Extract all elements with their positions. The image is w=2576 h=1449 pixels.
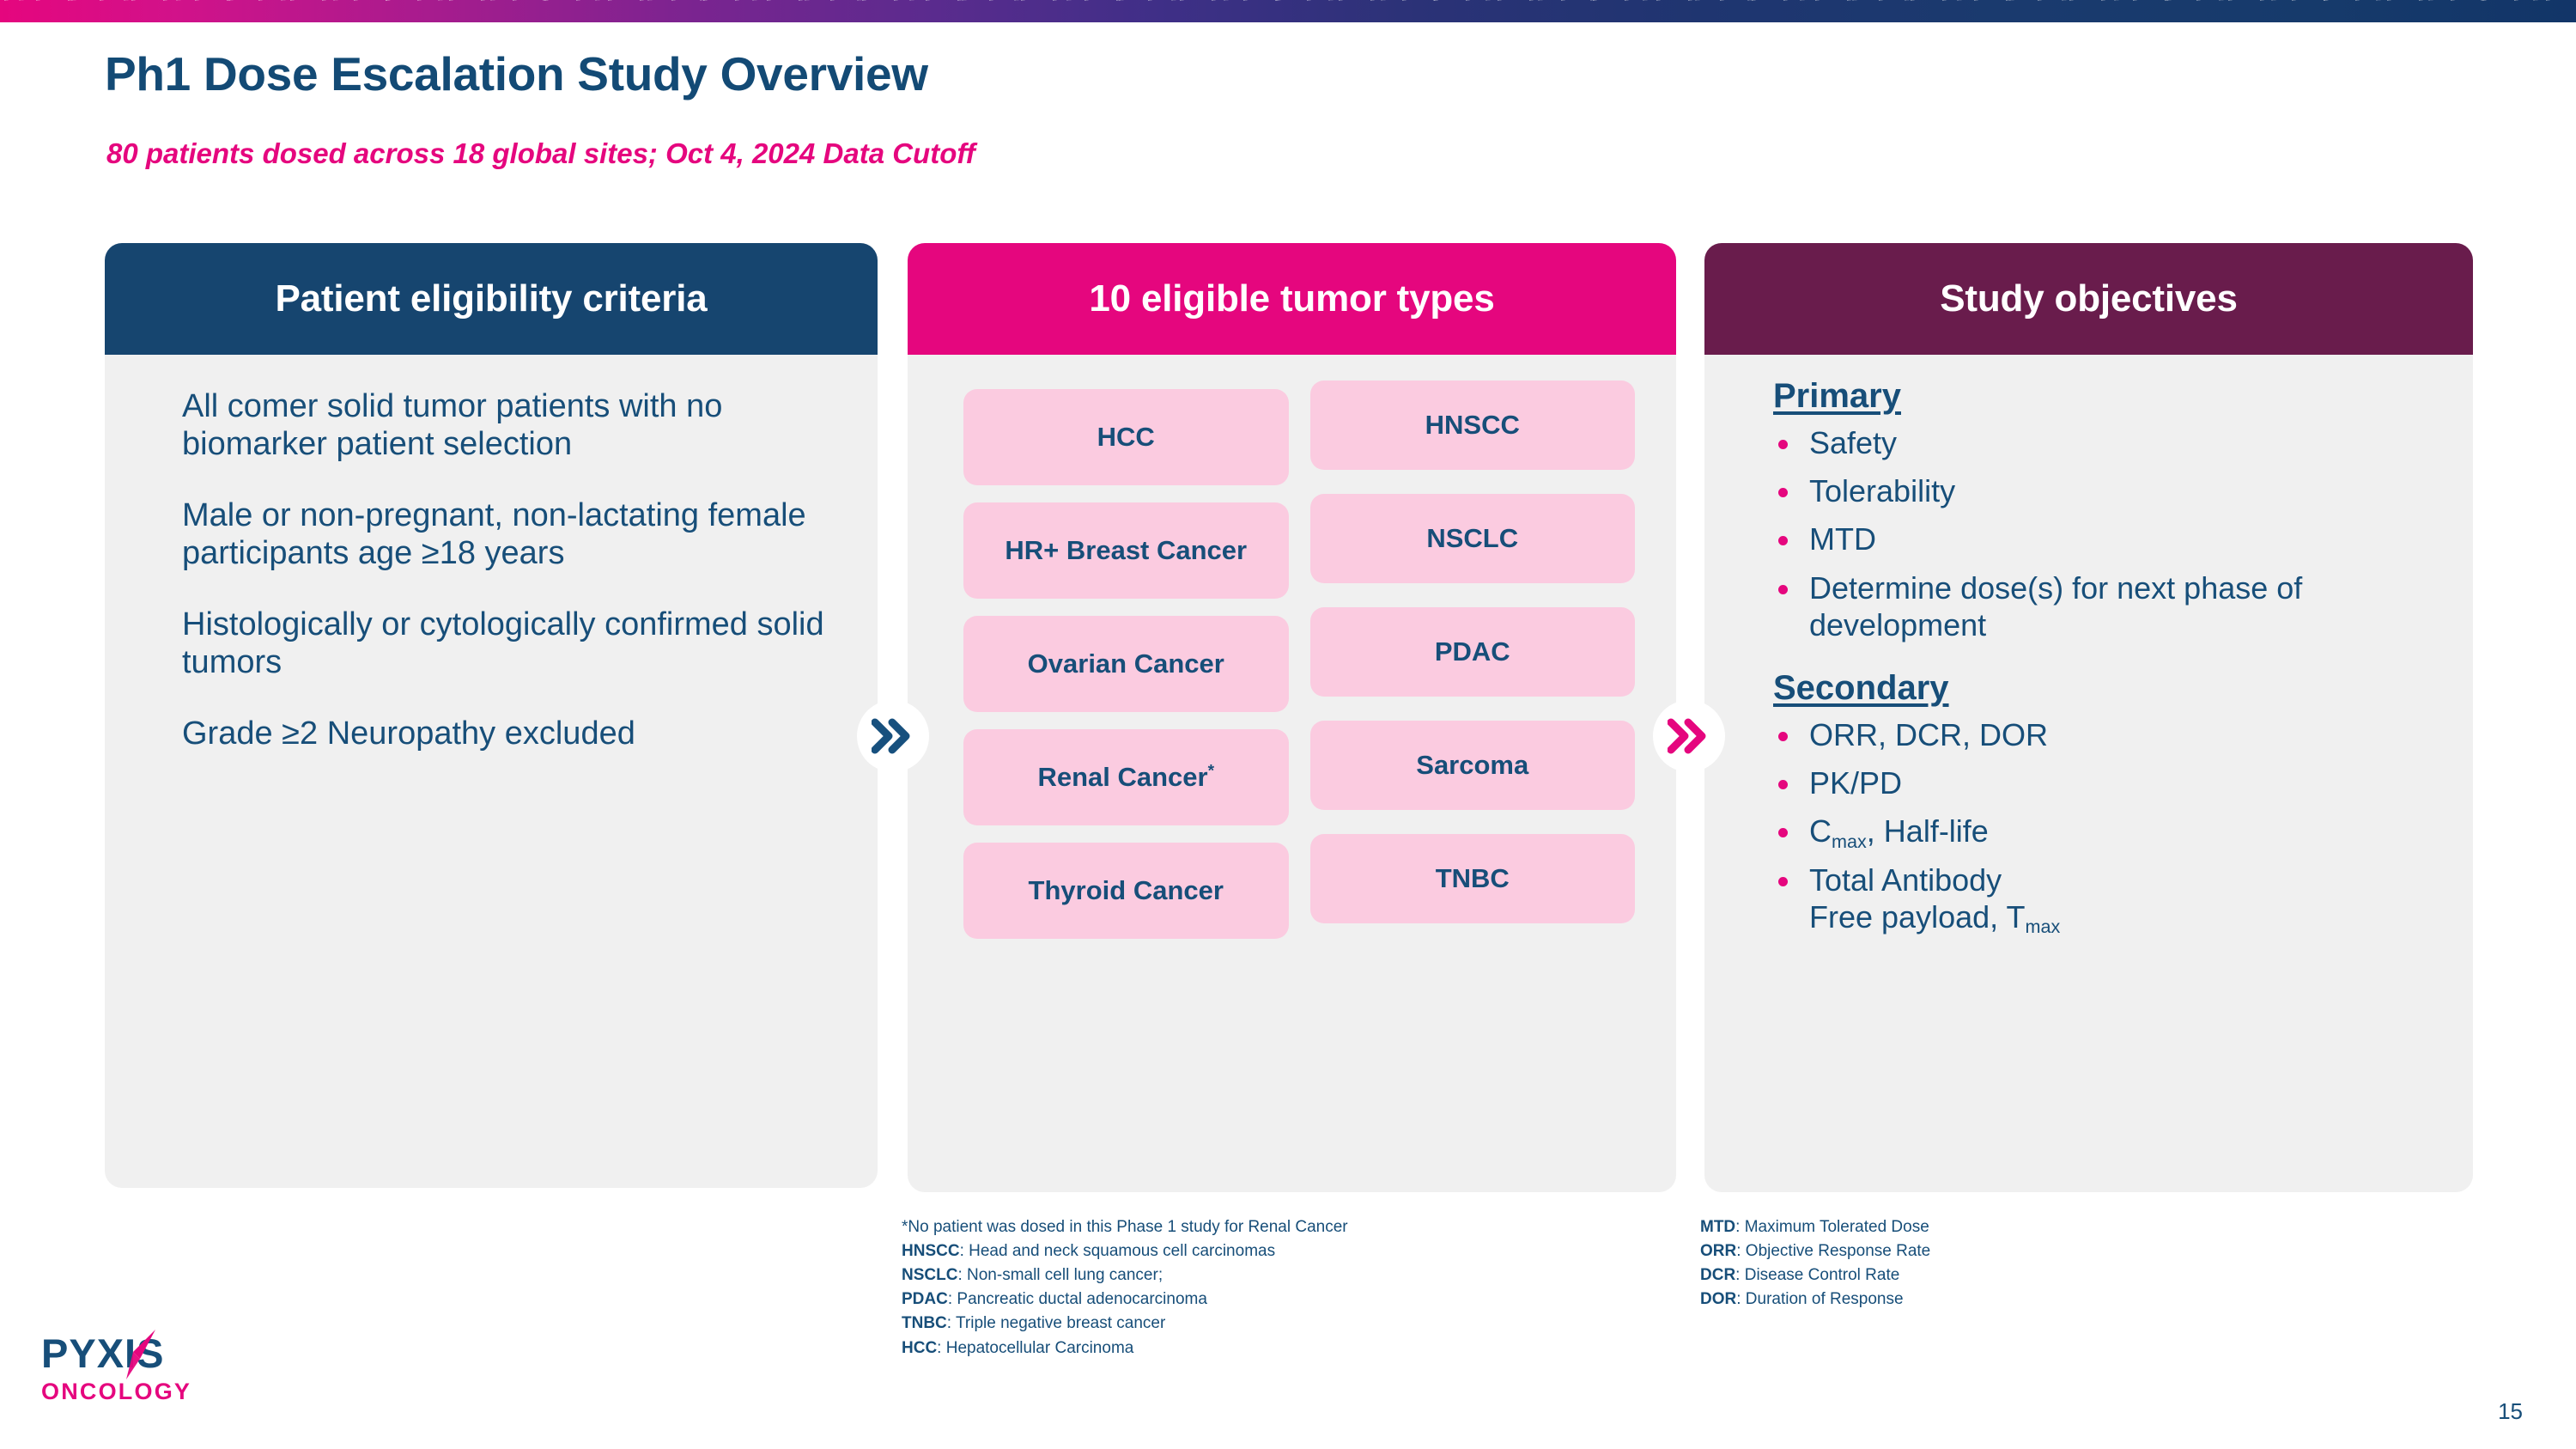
tumor-box[interactable]: Renal Cancer* <box>963 729 1289 825</box>
logo-wordmark: PYXIS <box>41 1330 239 1379</box>
eligibility-item: Histologically or cytologically confirme… <box>182 606 824 681</box>
compass-needle-icon <box>126 1330 155 1379</box>
tumor-box[interactable]: Ovarian Cancer <box>963 616 1289 712</box>
objective-item: Cmax, Half-life <box>1773 813 2430 852</box>
double-chevron-right-icon <box>1668 718 1706 754</box>
footnote-abbr: HCC <box>902 1338 938 1357</box>
footnotes-tumor-abbreviations: *No patient was dosed in this Phase 1 st… <box>902 1215 1640 1361</box>
card-header-study-objectives: Study objectives <box>1704 243 2473 355</box>
tumor-column-left: HCC HR+ Breast Cancer Ovarian Cancer Ren… <box>963 381 1289 956</box>
footnotes-objective-abbreviations: MTD: Maximum Tolerated Dose ORR: Objecti… <box>1700 1215 2301 1312</box>
footnote-line: PDAC: Pancreatic ductal adenocarcinoma <box>902 1288 1640 1312</box>
card-header-eligibility: Patient eligibility criteria <box>105 243 878 355</box>
footnote-abbr: PDAC <box>902 1290 948 1309</box>
footnote-abbr: NSCLC <box>902 1266 958 1285</box>
card-patient-eligibility: Patient eligibility criteria All comer s… <box>105 243 878 1188</box>
footnote-text: : Pancreatic ductal adenocarcinoma <box>947 1290 1207 1309</box>
card-body-tumor-types: HCC HR+ Breast Cancer Ovarian Cancer Ren… <box>908 355 1676 956</box>
logo-subtext: ONCOLOGY <box>41 1379 192 1404</box>
tumor-box-label: Renal Cancer* <box>1037 761 1215 792</box>
objectives-primary-heading: Primary <box>1773 377 1901 415</box>
footnote-text: : Objective Response Rate <box>1736 1242 1931 1261</box>
footnote-text: : Non-small cell lung cancer; <box>957 1266 1163 1285</box>
footnote-line: DOR: Duration of Response <box>1700 1288 2301 1312</box>
footnote-line: *No patient was dosed in this Phase 1 st… <box>902 1215 1640 1239</box>
page-title: Ph1 Dose Escalation Study Overview <box>105 47 928 100</box>
tumor-box[interactable]: Thyroid Cancer <box>963 843 1289 939</box>
objectives-secondary-list: ORR, DCR, DOR PK/PD Cmax, Half-life Tota… <box>1773 716 2430 937</box>
footnote-line: HNSCC: Head and neck squamous cell carci… <box>902 1239 1640 1263</box>
footnote-text: *No patient was dosed in this Phase 1 st… <box>902 1218 1348 1236</box>
objective-item: PK/PD <box>1773 764 2430 801</box>
objectives-secondary-heading: Secondary <box>1773 668 1949 707</box>
footnote-text: : Hepatocellular Carcinoma <box>937 1338 1134 1357</box>
footnote-line: TNBC: Triple negative breast cancer <box>902 1312 1640 1336</box>
footnote-abbr: DCR <box>1700 1266 1736 1285</box>
objectives-primary-list: Safety Tolerability MTD Determine dose(s… <box>1773 424 2430 643</box>
objective-item: ORR, DCR, DOR <box>1773 716 2430 753</box>
pyxis-oncology-logo: PYXIS ONCOLOGY <box>41 1330 239 1428</box>
tumor-box[interactable]: HR+ Breast Cancer <box>963 502 1289 599</box>
tumor-box[interactable]: NSCLC <box>1309 494 1635 583</box>
card-study-objectives: Study objectives Primary Safety Tolerabi… <box>1704 243 2473 1192</box>
eligibility-list: All comer solid tumor patients with no b… <box>105 355 878 752</box>
card-header-tumor-types: 10 eligible tumor types <box>908 243 1676 355</box>
logo-word-text: PYXIS <box>41 1330 165 1376</box>
footnote-abbr: ORR <box>1700 1242 1737 1261</box>
footnote-abbr: MTD <box>1700 1218 1736 1236</box>
footnote-line: NSCLC: Non-small cell lung cancer; <box>902 1263 1640 1288</box>
double-chevron-right-icon-pink <box>1653 700 1725 772</box>
objectives-content: Primary Safety Tolerability MTD Determin… <box>1704 355 2473 937</box>
objective-item: MTD <box>1773 521 2430 557</box>
card-body-eligibility: All comer solid tumor patients with no b… <box>105 355 878 752</box>
footnote-text: : Disease Control Rate <box>1735 1266 1900 1285</box>
eligibility-item: Grade ≥2 Neuropathy excluded <box>182 715 635 752</box>
eligibility-item: All comer solid tumor patients with no b… <box>182 388 723 463</box>
tumor-box[interactable]: PDAC <box>1309 607 1635 697</box>
footnote-abbr: TNBC <box>902 1314 947 1333</box>
footnote-abbr: DOR <box>1700 1290 1737 1309</box>
footnote-line: MTD: Maximum Tolerated Dose <box>1700 1215 2301 1239</box>
tumor-box[interactable]: Sarcoma <box>1309 721 1635 810</box>
tumor-type-grid: HCC HR+ Breast Cancer Ovarian Cancer Ren… <box>908 355 1676 956</box>
footnote-text: : Maximum Tolerated Dose <box>1735 1218 1929 1236</box>
top-gradient-band <box>0 0 2576 22</box>
eligibility-item: Male or non-pregnant, non-lactating fema… <box>182 496 806 572</box>
double-chevron-right-icon-navy <box>857 700 929 772</box>
objective-item: Safety <box>1773 424 2430 461</box>
card-body-study-objectives: Primary Safety Tolerability MTD Determin… <box>1704 355 2473 937</box>
footnote-text: : Duration of Response <box>1736 1290 1904 1309</box>
card-eligible-tumor-types: 10 eligible tumor types HCC HR+ Breast C… <box>908 243 1676 1192</box>
footnote-text: : Head and neck squamous cell carcinomas <box>959 1242 1276 1261</box>
tumor-column-right: HNSCC NSCLC PDAC Sarcoma TNBC <box>1309 381 1635 956</box>
tumor-box[interactable]: TNBC <box>1309 834 1635 923</box>
tumor-box[interactable]: HCC <box>963 389 1289 485</box>
tumor-box[interactable]: HNSCC <box>1309 381 1635 470</box>
double-chevron-right-icon <box>872 718 910 754</box>
footnote-text: : Triple negative breast cancer <box>946 1314 1166 1333</box>
objective-item: Tolerability <box>1773 472 2430 509</box>
footnote-line: DCR: Disease Control Rate <box>1700 1263 2301 1288</box>
page-subtitle: 80 patients dosed across 18 global sites… <box>106 137 975 169</box>
footnote-abbr: HNSCC <box>902 1242 960 1261</box>
footnote-line: HCC: Hepatocellular Carcinoma <box>902 1336 1640 1361</box>
page-number: 15 <box>2498 1398 2523 1424</box>
starfield-texture <box>0 0 2576 22</box>
objective-item: Determine dose(s) for next phase of deve… <box>1773 569 2430 643</box>
footnote-line: ORR: Objective Response Rate <box>1700 1239 2301 1263</box>
